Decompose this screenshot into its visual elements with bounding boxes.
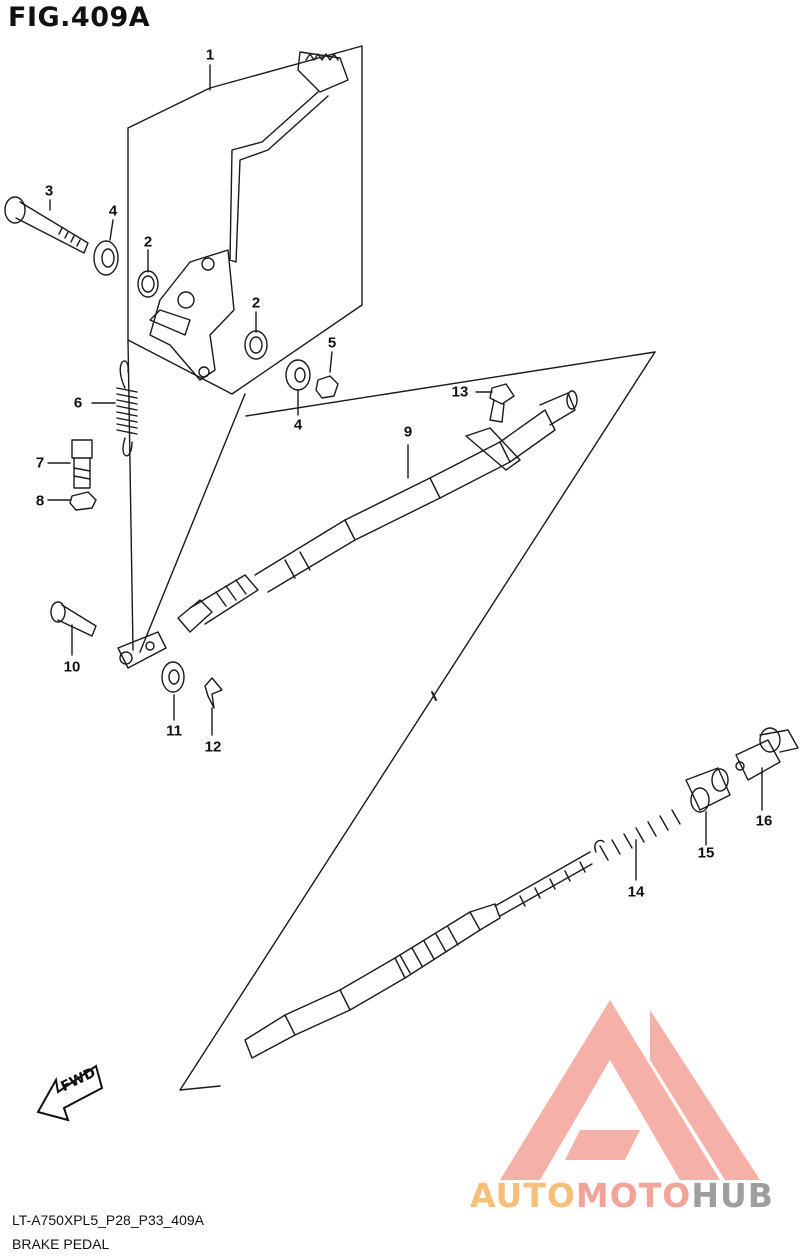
brake-cable-lower (244, 851, 593, 1059)
cable-clevis (117, 631, 167, 669)
nut-8 (69, 491, 97, 511)
callout-12: 12 (204, 738, 222, 756)
washer-upper (93, 240, 119, 276)
bushing-left (137, 270, 159, 298)
callout-13: 13 (451, 383, 469, 401)
pivot-bolt (4, 196, 89, 254)
washer-lower (285, 359, 311, 391)
callout-10: 10 (63, 658, 81, 676)
callout-4: 4 (293, 416, 303, 434)
callout-6: 6 (73, 394, 83, 412)
brake-cable-upper (177, 390, 578, 633)
callout-1: 1 (205, 46, 215, 64)
callout-2: 2 (143, 233, 153, 251)
fwd-arrow-icon (36, 1064, 104, 1122)
callout-14: 14 (627, 883, 645, 901)
bushing-right (244, 330, 268, 360)
watermark-text-hub: HUB (691, 1176, 774, 1215)
joint-16 (735, 727, 799, 781)
figure-title: FIG.409A (8, 2, 151, 33)
collar-15 (685, 767, 731, 813)
leader-triangle (179, 351, 656, 1091)
spring-14 (594, 809, 681, 861)
washer-11 (161, 661, 185, 693)
return-spring (116, 360, 138, 457)
watermark-wordmark: AUTOMOTOHUB (470, 1176, 774, 1215)
nut-5 (315, 375, 339, 399)
watermark-text-auto: AUTO (470, 1176, 576, 1215)
bolt-13 (489, 383, 515, 423)
callout-4: 4 (108, 202, 118, 220)
model-code: LT-A750XPL5_P28_P33_409A (12, 1212, 205, 1228)
callout-11: 11 (166, 722, 182, 740)
callout-2: 2 (251, 294, 261, 312)
callout-16: 16 (755, 812, 773, 830)
callout-3: 3 (44, 182, 54, 200)
pin-10 (50, 601, 97, 637)
callout-7: 7 (35, 454, 45, 472)
bolt-7 (71, 439, 93, 489)
watermark-logo (500, 1000, 760, 1180)
callout-8: 8 (35, 492, 45, 510)
callout-15: 15 (697, 844, 715, 862)
watermark-text-moto: MOTO (575, 1176, 692, 1215)
callout-9: 9 (403, 423, 413, 441)
callout-5: 5 (327, 334, 337, 352)
cotter-pin (204, 677, 223, 709)
section-name: BRAKE PEDAL (12, 1236, 110, 1252)
brake-pedal (149, 51, 349, 381)
